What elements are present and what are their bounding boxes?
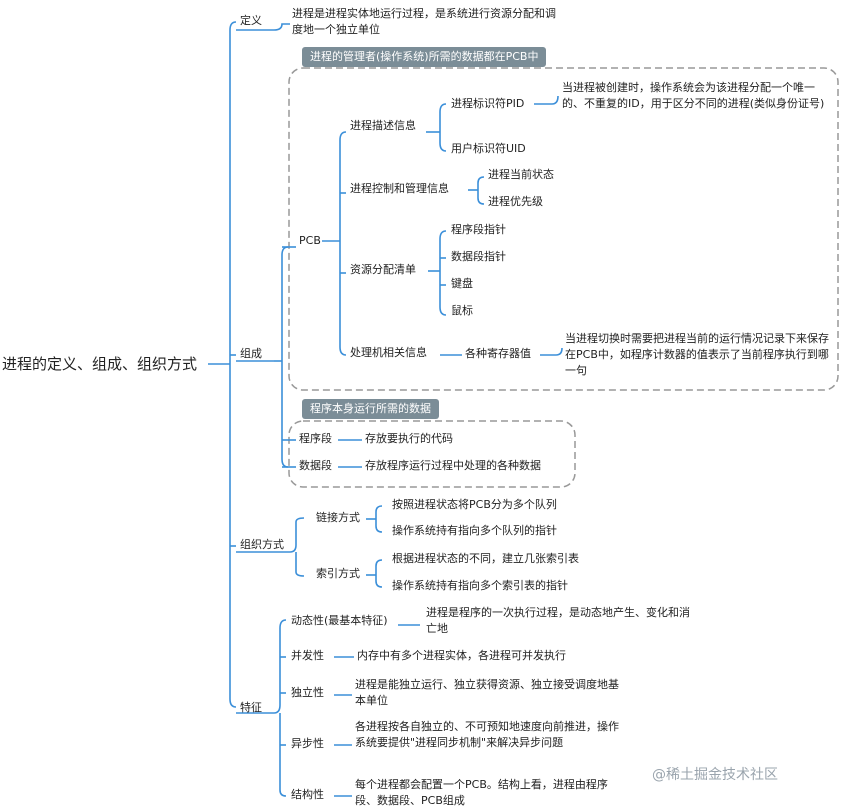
index-method-item: 根据进程状态的不同，建立几张索引表: [392, 552, 579, 565]
definition-text: 进程是进程实体地运行过程，是系统进行资源分配和调度地一个独立单位: [292, 7, 556, 36]
feature-label: 结构性: [291, 788, 324, 801]
uid-label: 用户标识符UID: [451, 142, 526, 155]
pid-label: 进程标识符PID: [451, 97, 525, 110]
registers-label: 各种寄存器值: [465, 347, 531, 360]
feature-label: 动态性(最基本特征): [291, 614, 388, 627]
resource-item: 鼠标: [451, 304, 473, 317]
data-segment-text: 存放程序运行过程中处理的各种数据: [365, 459, 541, 472]
resource-item: 键盘: [451, 277, 473, 290]
features-label: 特征: [240, 701, 262, 714]
feature-text: 内存中有多个进程实体，各进程可并发执行: [357, 649, 566, 662]
index-method-item: 操作系统持有指向多个索引表的指针: [392, 579, 568, 592]
registers-note: 当进程切换时需要把进程当前的运行情况记录下来保存在PCB中，如程序计数器的值表示…: [565, 332, 829, 377]
desc-info-label: 进程描述信息: [350, 119, 416, 132]
pid-note: 当进程被创建时，操作系统会为该进程分配一个唯一的、不重复的ID，用于区分不同的进…: [562, 81, 825, 110]
program-segment-text: 存放要执行的代码: [365, 432, 453, 445]
feature-text: 各进程按各自独立的、不可预知地速度向前推进，操作系统要提供"进程同步机制"来解决…: [355, 720, 619, 749]
feature-label: 异步性: [291, 737, 324, 750]
feature-label: 并发性: [291, 649, 324, 662]
feature-text: 进程是能独立运行、独立获得资源、独立接受调度地基本单位: [355, 678, 619, 707]
link-method-item: 操作系统持有指向多个队列的指针: [392, 524, 557, 537]
pcb-label: PCB: [299, 234, 321, 247]
definition-label: 定义: [240, 14, 262, 27]
state-label: 进程当前状态: [488, 168, 554, 181]
ctrl-info-label: 进程控制和管理信息: [350, 182, 449, 195]
cpu-info-label: 处理机相关信息: [350, 346, 427, 359]
link-method-item: 按照进程状态将PCB分为多个队列: [392, 498, 557, 511]
program-dashed-group: [288, 420, 576, 488]
link-method-label: 链接方式: [316, 511, 360, 524]
resource-list-label: 资源分配清单: [350, 263, 416, 276]
program-segment-label: 程序段: [299, 432, 332, 445]
feature-text: 每个进程都会配置一个PCB。结构上看，进程由程序段、数据段、PCB组成: [355, 778, 608, 807]
feature-label: 独立性: [291, 686, 324, 699]
index-method-label: 索引方式: [316, 567, 360, 580]
organization-label: 组织方式: [240, 538, 284, 551]
data-segment-label: 数据段: [299, 459, 332, 472]
resource-item: 数据段指针: [451, 250, 506, 263]
priority-label: 进程优先级: [488, 195, 543, 208]
pcb-banner: 进程的管理者(操作系统)所需的数据都在PCB中: [302, 47, 547, 67]
feature-text: 进程是程序的一次执行过程，是动态地产生、变化和消亡地: [426, 606, 690, 635]
root-topic: 进程的定义、组成、组织方式: [2, 355, 198, 373]
watermark: @稀土掘金技术社区: [652, 764, 778, 784]
program-banner: 程序本身运行所需的数据: [302, 399, 439, 419]
watermark-text: @稀土掘金技术社区: [652, 767, 778, 783]
composition-label: 组成: [240, 347, 262, 360]
resource-item: 程序段指针: [451, 223, 506, 236]
